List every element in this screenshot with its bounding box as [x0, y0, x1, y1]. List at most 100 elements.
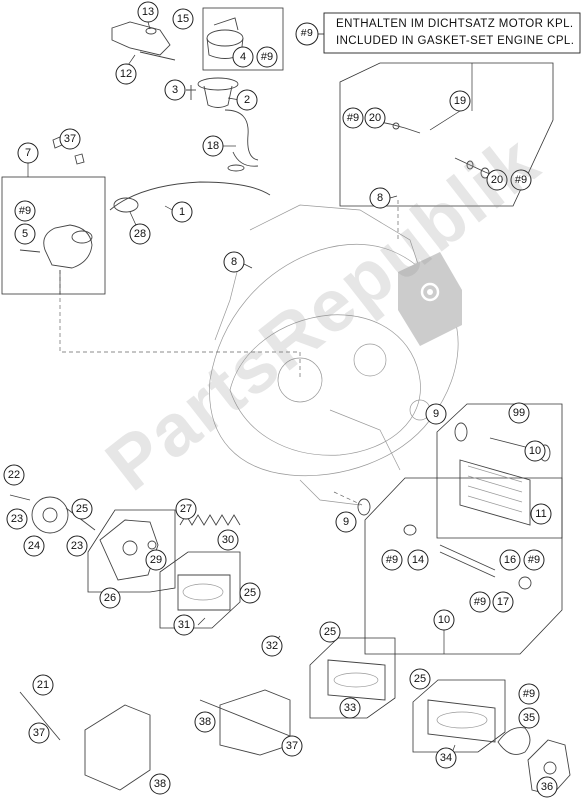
svg-text:15: 15 — [177, 13, 189, 25]
callout-37b: 37 — [28, 722, 50, 744]
note-line-en: INCLUDED IN GASKET-SET ENGINE CPL. — [336, 35, 575, 47]
svg-text:28: 28 — [134, 228, 146, 240]
callout-37a: 37 — [59, 128, 81, 150]
svg-text:26: 26 — [104, 592, 116, 604]
group-box-10 — [364, 477, 563, 655]
svg-text:23: 23 — [71, 540, 83, 552]
callout-13: 13 — [137, 1, 159, 23]
callout-9f: 9 — [335, 511, 357, 533]
callout-25b: 25 — [239, 582, 261, 604]
group-box-31 — [159, 551, 241, 629]
callout-9g: #9 — [381, 549, 403, 571]
callout-23b: 23 — [66, 535, 88, 557]
cover-36 — [527, 739, 571, 796]
callout-9a: #9 — [256, 46, 278, 68]
note-line-de: ENTHALTEN IM DICHTSATZ MOTOR KPL. — [336, 18, 574, 30]
svg-text:37: 37 — [33, 727, 45, 739]
callout-8a: 8 — [369, 187, 391, 209]
callout-15: 15 — [172, 8, 194, 30]
svg-text:17: 17 — [497, 596, 509, 608]
svg-text:24: 24 — [28, 540, 40, 552]
callout-25a: 25 — [71, 498, 93, 520]
callout-20a: 20 — [364, 107, 386, 129]
callout-38b: 38 — [149, 773, 171, 795]
gear-icon — [398, 252, 462, 346]
svg-text:8: 8 — [377, 192, 383, 204]
callout-9j: #9 — [518, 683, 540, 705]
callout-25d: 25 — [409, 668, 431, 690]
svg-text:25: 25 — [414, 673, 426, 685]
callout-12: 12 — [115, 63, 137, 85]
svg-text:#9: #9 — [19, 205, 31, 217]
engine-crankcase — [209, 204, 459, 506]
callout-9h: #9 — [523, 549, 545, 571]
svg-text:38: 38 — [199, 716, 211, 728]
hose-1 — [109, 181, 271, 213]
spring-30 — [179, 514, 241, 526]
callout-10a: 10 — [524, 440, 546, 462]
svg-text:13: 13 — [142, 6, 154, 18]
svg-text:#9: #9 — [515, 174, 527, 186]
svg-text:8: 8 — [231, 256, 237, 268]
svg-text:37: 37 — [286, 740, 298, 752]
svg-text:20: 20 — [491, 174, 503, 186]
group-box-34 — [412, 679, 506, 753]
svg-text:14: 14 — [412, 554, 424, 566]
callout-11: 11 — [530, 503, 552, 525]
callout-17: 17 — [492, 591, 514, 613]
callout-9e: 9 — [425, 403, 447, 425]
gasket-set-note: #9 ENTHALTEN IM DICHTSATZ MOTOR KPL. INC… — [292, 10, 582, 54]
note-ref: #9 — [300, 27, 314, 39]
group-box-15 — [202, 7, 284, 71]
oil-line-18 — [224, 109, 259, 172]
callout-3: 3 — [164, 79, 186, 101]
callout-35: 35 — [518, 707, 540, 729]
filter-housing-2 — [197, 77, 239, 108]
callout-26: 26 — [99, 587, 121, 609]
svg-text:11: 11 — [535, 508, 546, 520]
callout-99: 99 — [508, 402, 530, 424]
rotor-33 — [327, 659, 386, 701]
svg-text:10: 10 — [529, 445, 541, 457]
svg-text:22: 22 — [8, 469, 20, 481]
pickup-5 — [19, 224, 93, 269]
callout-28: 28 — [129, 223, 151, 245]
svg-text:9: 9 — [343, 516, 349, 528]
svg-text:9: 9 — [433, 408, 439, 420]
svg-text:23: 23 — [11, 513, 23, 525]
svg-text:27: 27 — [180, 503, 192, 515]
svg-text:25: 25 — [324, 626, 336, 638]
svg-text:7: 7 — [25, 147, 31, 159]
svg-text:20: 20 — [369, 112, 381, 124]
callout-34: 34 — [435, 747, 457, 769]
svg-text:31: 31 — [178, 619, 190, 631]
callout-38a: 38 — [194, 711, 216, 733]
callout-25c: 25 — [319, 621, 341, 643]
svg-text:5: 5 — [22, 228, 28, 240]
callout-5: 5 — [14, 223, 36, 245]
callout-2: 2 — [236, 89, 258, 111]
svg-text:25: 25 — [76, 503, 88, 515]
svg-text:#9: #9 — [347, 112, 359, 124]
part-13-12 — [111, 21, 176, 61]
dashed-line-9 — [333, 491, 363, 506]
callout-30: 30 — [217, 529, 239, 551]
callout-7: 7 — [17, 142, 39, 164]
svg-text:1: 1 — [179, 206, 185, 218]
callout-18: 18 — [202, 135, 224, 157]
shaft-14 — [403, 524, 532, 590]
svg-text:2: 2 — [244, 94, 250, 106]
svg-text:18: 18 — [207, 140, 219, 152]
callout-23a: 23 — [6, 508, 28, 530]
callout-33: 33 — [339, 697, 361, 719]
svg-text:21: 21 — [37, 679, 49, 691]
callout-37c: 37 — [281, 735, 303, 757]
svg-text:#9: #9 — [528, 554, 540, 566]
svg-text:10: 10 — [438, 614, 450, 626]
callout-10b: 10 — [433, 609, 455, 631]
callout-21: 21 — [32, 674, 54, 696]
callout-1: 1 — [171, 201, 193, 223]
svg-text:34: 34 — [440, 752, 452, 764]
callout-4: 4 — [232, 46, 254, 68]
callout-20b: 20 — [486, 169, 508, 191]
